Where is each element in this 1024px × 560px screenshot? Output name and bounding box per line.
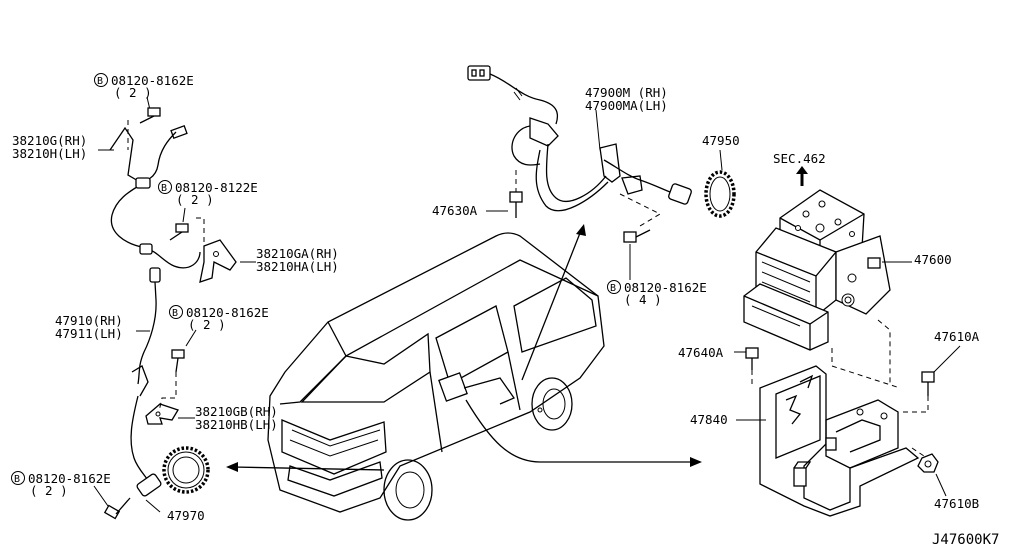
label-rotor-rear: 47950	[702, 133, 740, 148]
bolt-quantity: ( 2 )	[114, 85, 152, 100]
bolt-symbol-icon	[169, 305, 183, 319]
bolt-symbol-letter: B	[97, 76, 103, 87]
label-sec-ref: SEC.462	[773, 151, 826, 166]
label-bracket-gb-rh: 38210GB(RH)	[195, 404, 278, 419]
bolt-icon	[139, 107, 161, 124]
label-sensor-rear-rh: 47910(RH)	[55, 313, 123, 328]
sec-arrow-icon	[796, 166, 808, 186]
bolt-icon	[745, 347, 759, 370]
label-sensor-front-lh: 38210H(LH)	[12, 146, 87, 161]
label-sensor-front-rh: 38210G(RH)	[12, 133, 87, 148]
nut-icon	[921, 371, 935, 396]
callout-bolt-mid-left: B 08120-8122E ( 2 )	[158, 180, 258, 207]
bolt-symbol-letter: B	[610, 283, 616, 294]
bolt-symbol-icon	[11, 471, 25, 485]
bolt-symbol-icon	[607, 280, 621, 294]
rear-rotor-icon	[704, 170, 736, 218]
bolt-quantity: ( 2 )	[176, 192, 214, 207]
bolt-icon	[171, 349, 185, 373]
front-sensor-harness-icon	[109, 120, 201, 269]
label-rotor-front: 47970	[167, 508, 205, 523]
bolt-symbol-letter: B	[161, 183, 167, 194]
rear-harness-icon	[467, 65, 692, 212]
callout-bolt-bottom-left: B 08120-8162E ( 2 )	[11, 471, 111, 498]
label-clip: 47630A	[432, 203, 478, 218]
bracket-gb-icon	[145, 403, 179, 425]
bracket-ga-icon	[199, 239, 237, 283]
label-nut-right: 47610A	[934, 329, 980, 344]
label-bolt-bracket: 47640A	[678, 345, 724, 360]
bolt-part-number: 08120-8122E	[175, 180, 258, 195]
bolt-icon	[623, 229, 651, 243]
bolt-part-number: 08120-8162E	[28, 471, 111, 486]
label-bracket: 47840	[690, 412, 728, 427]
bolt-symbol-icon	[158, 180, 172, 194]
front-rotor-icon	[162, 446, 210, 494]
label-bracket-ha-lh: 38210HA(LH)	[256, 259, 339, 274]
bolt-part-number: 08120-8162E	[186, 305, 269, 320]
diagram-code: J47600K7	[932, 532, 999, 548]
abs-actuator-icon	[743, 189, 891, 351]
bolt-symbol-letter: B	[172, 308, 178, 319]
bolt-symbol-icon	[94, 73, 108, 87]
bolt-quantity: ( 4 )	[624, 292, 662, 307]
callout-bolt-center: B 08120-8162E ( 4 )	[607, 280, 707, 307]
nut-icon	[917, 453, 939, 473]
callout-bolt-lower-left: B 08120-8162E ( 2 )	[169, 305, 269, 332]
label-bracket-hb-lh: 38210HB(LH)	[195, 417, 278, 432]
label-sensor-rear-lh: 47911(LH)	[55, 326, 123, 341]
leader-arrows	[226, 224, 702, 472]
label-harness-rh: 47900M (RH)	[585, 85, 668, 100]
label-harness-lh: 47900MA(LH)	[585, 98, 668, 113]
label-bracket-ga-rh: 38210GA(RH)	[256, 246, 339, 261]
bolt-symbol-letter: B	[14, 474, 20, 485]
van-illustration-icon	[267, 232, 605, 521]
bracket-47840-icon	[759, 365, 920, 517]
bolt-quantity: ( 2 )	[188, 317, 226, 332]
bolt-icon	[169, 223, 189, 241]
clip-icon	[509, 191, 523, 218]
bolt-quantity: ( 2 )	[30, 483, 68, 498]
label-actuator: 47600	[914, 252, 952, 267]
rear-sensor-cable-icon	[130, 267, 162, 497]
bolt-part-number: 08120-8162E	[624, 280, 707, 295]
label-nut-lower: 47610B	[934, 496, 979, 511]
callout-bolt-top-left: B 08120-8162E ( 2 )	[94, 73, 194, 100]
bolt-icon	[103, 497, 131, 520]
bolt-part-number: 08120-8162E	[111, 73, 194, 88]
